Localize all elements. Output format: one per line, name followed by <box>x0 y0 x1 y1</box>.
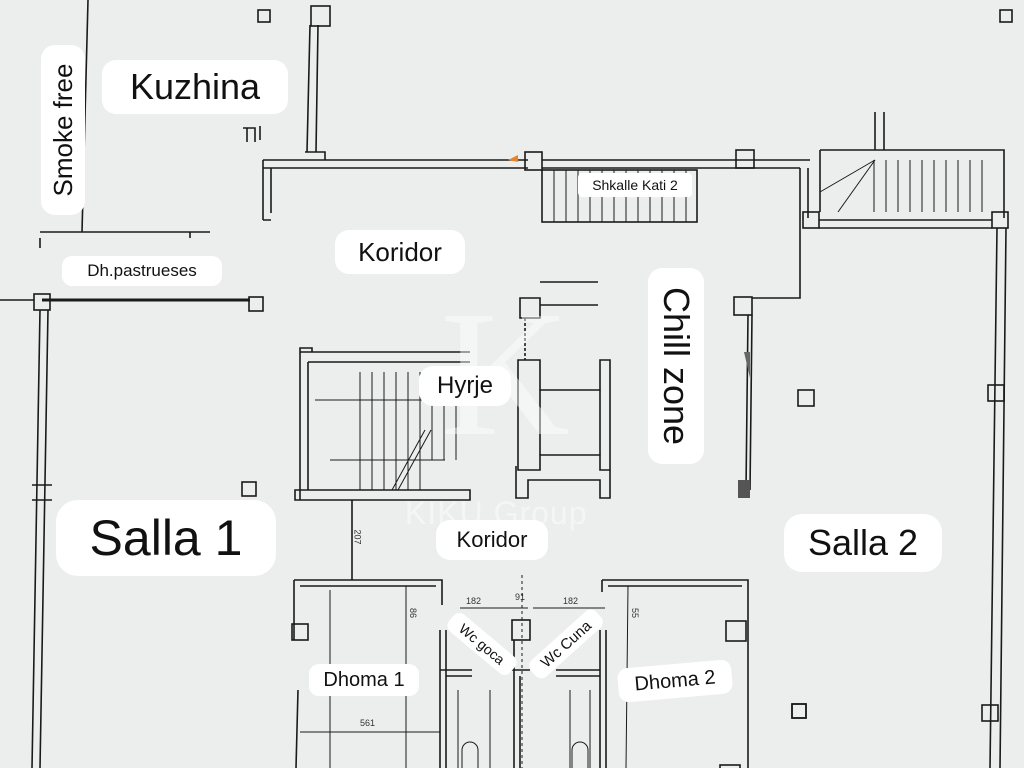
dimension-dhoma2-door: 55 <box>630 607 641 619</box>
room-label-shkalle-kati-2: Shkalle Kati 2 <box>578 173 692 197</box>
room-label-hyrje: Hyrje <box>419 366 511 406</box>
room-label-dh-pastrueses: Dh.pastrueses <box>62 256 222 286</box>
dimension-wc-left: 182 <box>466 596 482 606</box>
room-label-salla-1: Salla 1 <box>56 500 276 576</box>
dimension-corridor: 207 <box>352 529 363 545</box>
room-label-smoke-free: Smoke free <box>41 45 85 215</box>
dimension-wc-middle: 91 <box>515 592 526 602</box>
room-label-dhoma-1: Dhoma 1 <box>309 664 419 696</box>
dimension-dhoma1-width: 561 <box>360 718 376 728</box>
room-label-koridor-top: Koridor <box>335 230 465 274</box>
dimension-dhoma1-door: 86 <box>408 607 419 619</box>
room-label-chill-zone: Chill zone <box>648 268 704 464</box>
room-label-salla-2: Salla 2 <box>784 514 942 572</box>
room-label-koridor-bottom: Koridor <box>436 520 548 560</box>
dimension-wc-right: 182 <box>563 596 579 606</box>
room-label-kuzhina: Kuzhina <box>102 60 288 114</box>
